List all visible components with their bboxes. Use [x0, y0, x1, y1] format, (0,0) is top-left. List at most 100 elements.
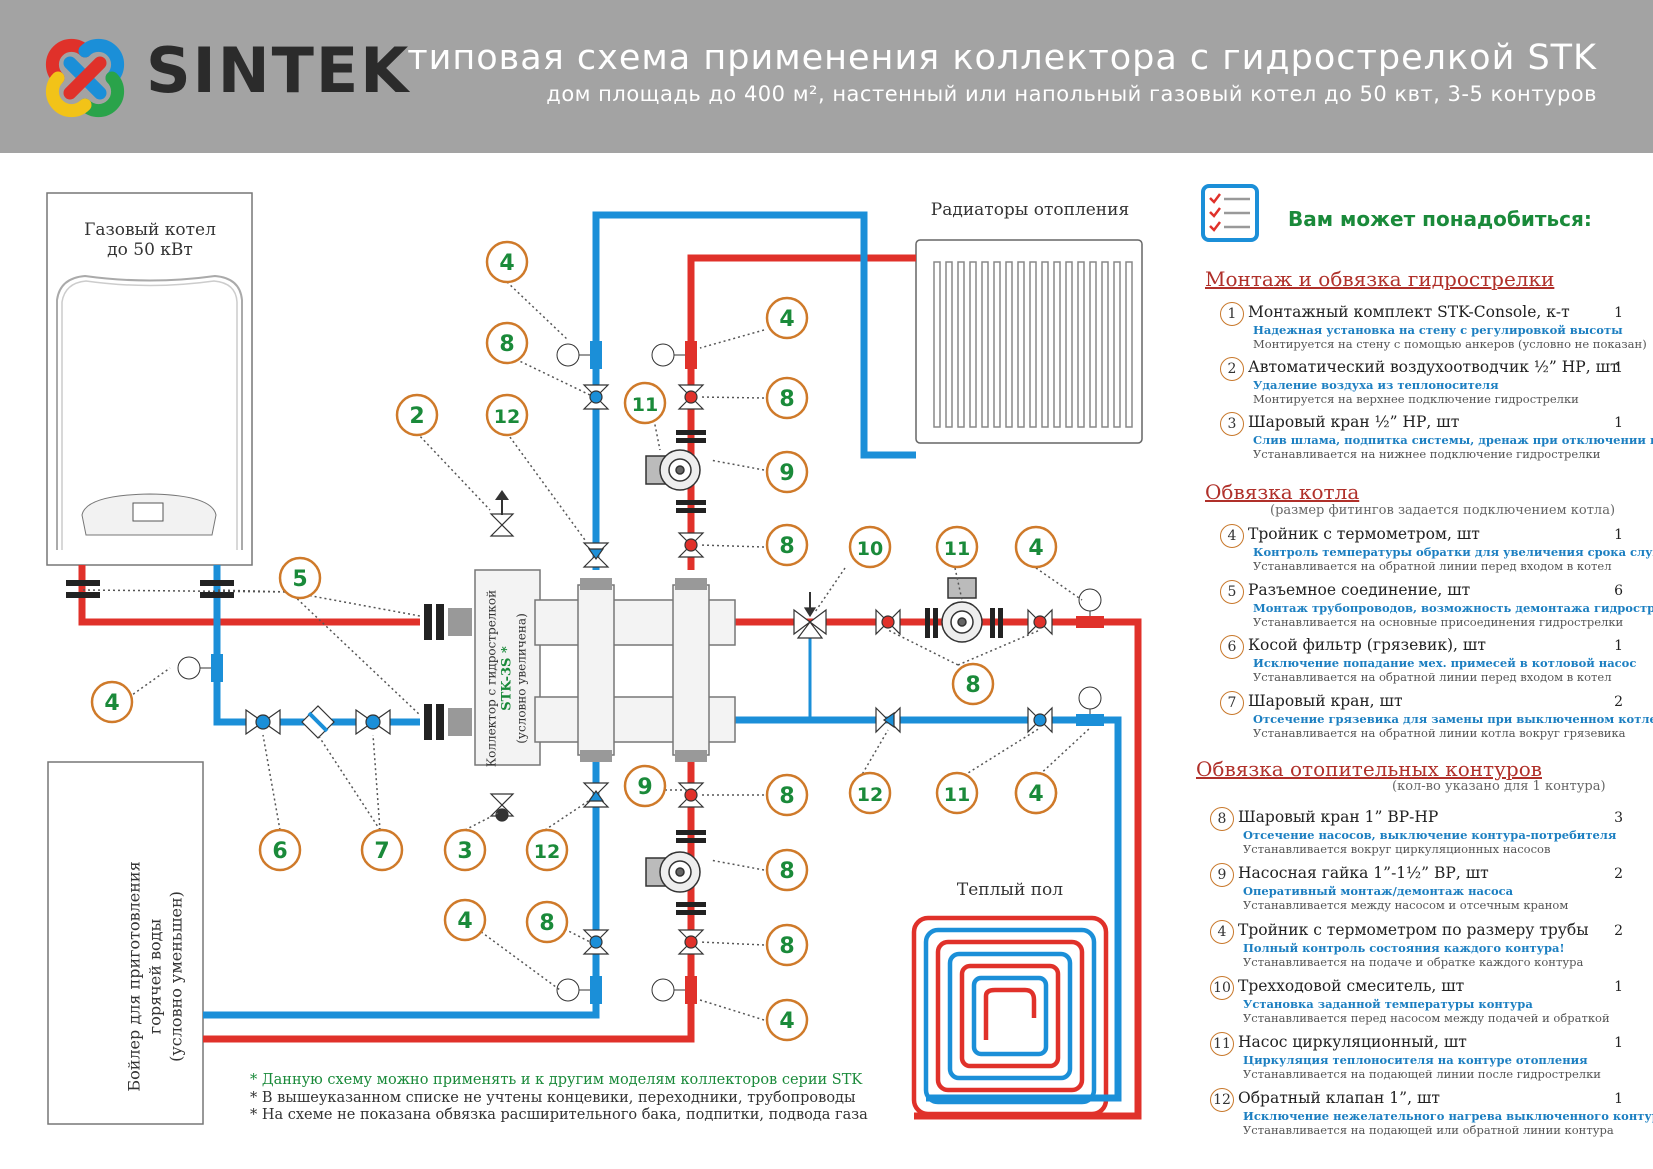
callout-badges: 4821248119546731210114812119848888444 — [90, 240, 1058, 1042]
footnote-1: * Данную схему можно применять и к други… — [250, 1072, 863, 1088]
callout-badge: 8 — [525, 900, 569, 944]
svg-text:4: 4 — [779, 307, 794, 332]
item-benefit: Оперативный монтаж/демонтаж насоса — [1243, 884, 1514, 898]
item-name: Насосная гайка 1”-1½” ВР, шт — [1238, 864, 1489, 882]
item-quantity: 1 — [1614, 1091, 1623, 1107]
radiator-return-pipe — [592, 211, 916, 570]
item-quantity: 1 — [1614, 638, 1623, 654]
item-number: 7 — [1220, 691, 1244, 715]
svg-text:8: 8 — [779, 534, 794, 559]
item-installation: Устанавливается на подаче и обратке кажд… — [1243, 955, 1584, 969]
item-number: 5 — [1220, 580, 1244, 604]
item-benefit: Монтаж трубопроводов, возможность демонт… — [1253, 601, 1653, 615]
item-benefit: Надежная установка на стену с регулировк… — [1253, 323, 1623, 337]
item-installation: Устанавливается на обратной линии перед … — [1253, 559, 1612, 573]
item-number: 6 — [1220, 635, 1244, 659]
boiler-supply-pipe — [78, 565, 420, 626]
svg-text:4: 4 — [104, 691, 119, 716]
item-installation: Устанавливается на обратной линии перед … — [1253, 670, 1612, 684]
footnote-3: * На схеме не показана обвязка расширите… — [250, 1107, 868, 1123]
item-installation: Монтируется на стену с помощью анкеров (… — [1253, 337, 1647, 351]
item-number: 1 — [1220, 302, 1244, 326]
item-installation: Устанавливается на подающей линии после … — [1243, 1067, 1601, 1081]
item-quantity: 2 — [1614, 923, 1623, 939]
item-name: Косой фильтр (грязевик), шт — [1248, 636, 1486, 654]
item-installation: Устанавливается перед насосом между пода… — [1243, 1011, 1610, 1025]
checklist-icon — [1201, 184, 1259, 242]
callout-badge: 8 — [765, 773, 809, 817]
callout-badge: 4 — [765, 296, 809, 340]
item-name: Разъемное соединение, шт — [1248, 581, 1471, 599]
item-number: 9 — [1210, 863, 1234, 887]
item-installation: Устанавливается на обратной линии котла … — [1253, 726, 1626, 740]
item-number: 4 — [1220, 524, 1244, 548]
item-installation: Устанавливается на основные присоединени… — [1253, 615, 1624, 629]
svg-text:5: 5 — [292, 567, 307, 592]
callout-badge: 12 — [848, 771, 892, 815]
item-quantity: 1 — [1614, 360, 1623, 376]
item-number: 2 — [1220, 357, 1244, 381]
header-bar: SINTEK типовая схема применения коллекто… — [0, 0, 1653, 153]
callout-badge: 7 — [360, 828, 404, 872]
svg-text:8: 8 — [779, 859, 794, 884]
item-name: Трехходовой смеситель, шт — [1238, 977, 1465, 995]
callout-badge: 8 — [485, 321, 529, 365]
section-boiler-title: Обвязка котла — [1205, 480, 1360, 504]
item-quantity: 1 — [1614, 305, 1623, 321]
callout-badge: 4 — [485, 240, 529, 284]
radiator-icon — [915, 239, 1143, 444]
item-benefit: Удаление воздуха из теплоносителя — [1253, 378, 1499, 392]
item-number: 12 — [1210, 1088, 1234, 1112]
section-boiler-note: (размер фитингов задается подключением к… — [1270, 503, 1616, 518]
sintek-logo-icon — [45, 38, 125, 118]
dhw-return-pipe — [203, 762, 600, 1019]
item-name: Шаровый кран, шт — [1248, 692, 1403, 710]
item-installation: Устанавливается вокруг циркуляционных на… — [1243, 842, 1551, 856]
item-name: Монтажный комплект STK-Console, к-т — [1248, 303, 1570, 321]
svg-text:7: 7 — [374, 839, 389, 864]
item-name: Автоматический воздухоотводчик ½” НР, шт — [1248, 358, 1619, 376]
svg-text:8: 8 — [965, 673, 980, 698]
section-collector-title: Монтаж и обвязка гидрострелки — [1205, 267, 1555, 291]
union-connectors — [66, 580, 472, 740]
radiators-label: Радиаторы отопления — [930, 200, 1130, 220]
item-quantity: 1 — [1614, 979, 1623, 995]
callout-badge: 4 — [90, 680, 134, 724]
item-benefit: Контроль температуры обратки для увеличе… — [1253, 545, 1653, 559]
callout-badge: 8 — [765, 523, 809, 567]
callout-badge: 11 — [623, 381, 667, 425]
item-quantity: 2 — [1614, 694, 1623, 710]
dhw-supply-pipe — [203, 762, 695, 1043]
circulation-pumps — [645, 449, 983, 893]
item-benefit: Циркуляция теплоносителя на контуре отоп… — [1243, 1053, 1588, 1067]
svg-text:4: 4 — [779, 1009, 794, 1034]
svg-text:8: 8 — [779, 387, 794, 412]
boiler-return-pipe — [213, 565, 420, 726]
item-quantity: 3 — [1614, 810, 1623, 826]
svg-text:8: 8 — [779, 934, 794, 959]
warm-floor-label: Теплый пол — [956, 880, 1064, 900]
svg-text:4: 4 — [1028, 782, 1043, 807]
item-installation: Устанавливается между насосом и отсечным… — [1243, 898, 1569, 912]
page-title: типовая схема применения коллектора с ги… — [407, 38, 1597, 78]
svg-text:8: 8 — [779, 784, 794, 809]
item-name: Обратный клапан 1”, шт — [1238, 1089, 1440, 1107]
svg-text:9: 9 — [779, 461, 794, 486]
callout-badge: 3 — [443, 828, 487, 872]
item-name: Тройник с термометром по размеру трубы — [1238, 921, 1589, 939]
dhw-boiler-tank — [47, 761, 204, 1125]
thermometer-tees — [177, 341, 1104, 1004]
item-number: 11 — [1210, 1032, 1234, 1056]
item-benefit: Отсечение насосов, выключение контура-по… — [1243, 828, 1617, 842]
section-circuits-note: (кол-во указано для 1 контура) — [1392, 779, 1606, 794]
item-name: Шаровый кран 1” ВР-НР — [1238, 808, 1439, 826]
callout-badge: 4 — [1014, 771, 1058, 815]
svg-text:12: 12 — [494, 406, 520, 428]
item-name: Шаровый кран ½” НР, шт — [1248, 413, 1460, 431]
item-installation: Устанавливается на подающей или обратной… — [1243, 1123, 1614, 1137]
item-installation: Монтируется на верхнее подключение гидро… — [1253, 392, 1579, 406]
item-benefit: Слив шлама, подпитка системы, дренаж при… — [1253, 433, 1653, 447]
